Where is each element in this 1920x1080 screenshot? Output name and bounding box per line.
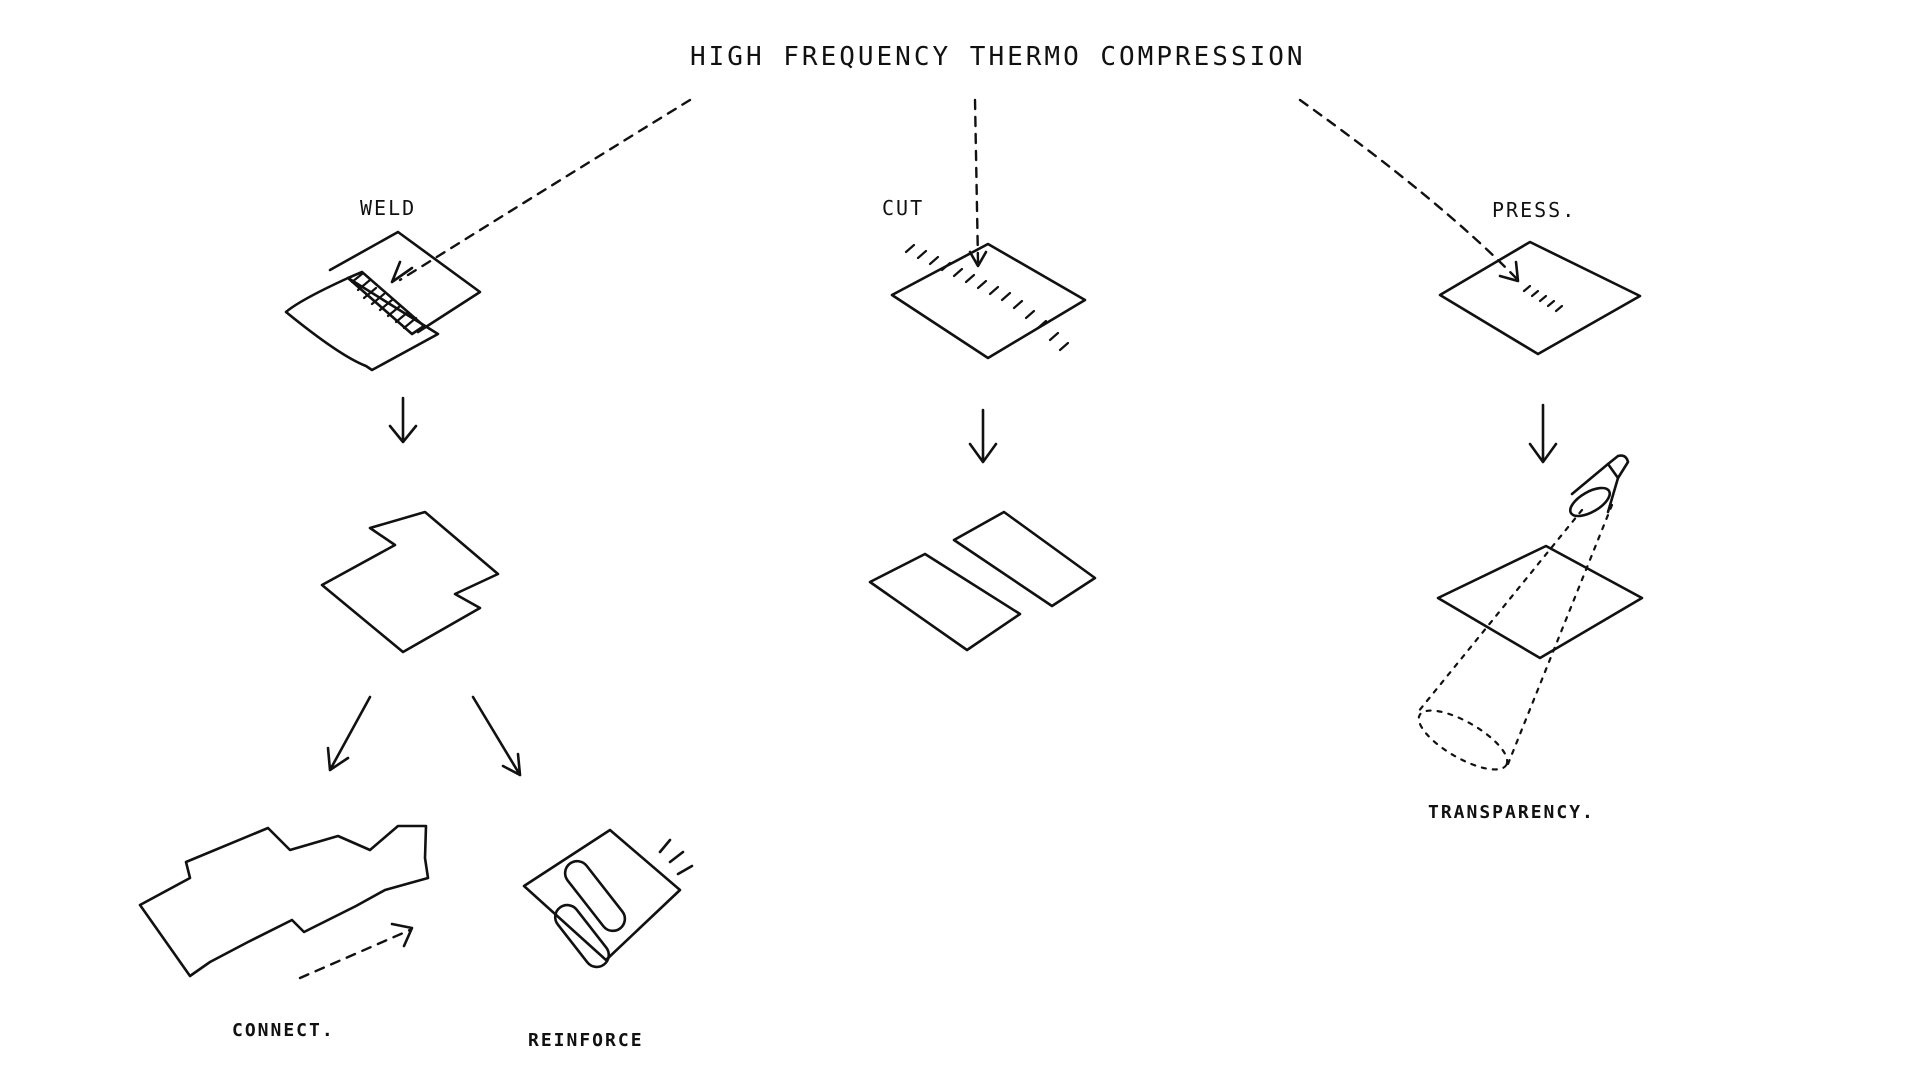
light-beam (1416, 503, 1614, 771)
connector-weld (398, 98, 692, 282)
weld-sheets (284, 230, 482, 372)
label-cut: CUT (882, 196, 925, 220)
press-marks (1522, 284, 1564, 313)
connector-weld-arrowhead (390, 260, 414, 284)
connect-shape (138, 824, 430, 978)
press-down-arrow (1528, 403, 1558, 464)
weld-seam-hatch (350, 272, 418, 330)
transparency-sheet (1436, 544, 1644, 660)
connect-dashed-arrowhead (390, 922, 414, 948)
label-transparency: TRANSPARENCY. (1428, 802, 1595, 823)
label-reinforce: REINFORCE (528, 1030, 644, 1051)
label-weld: WELD (360, 196, 417, 220)
label-connect: CONNECT. (232, 1020, 335, 1041)
connector-cut (973, 98, 980, 264)
reinforce-arrow (471, 695, 522, 777)
cut-strip-right (952, 510, 1097, 608)
weld-down-arrow (388, 396, 418, 444)
reinforce-sheet (522, 828, 682, 969)
weld-joined-shape (320, 510, 500, 654)
diagram-title: HIGH FREQUENCY THERMO COMPRESSION (690, 42, 1306, 72)
cut-line-hatch (904, 243, 1070, 352)
connector-cut-arrowhead (968, 250, 988, 268)
flashlight-icon (1569, 454, 1630, 518)
connector-press-arrowhead (1498, 260, 1520, 283)
reinforce-shine-marks (658, 838, 694, 876)
connect-arrow (326, 695, 372, 772)
cut-strip-left (868, 552, 1022, 652)
cut-sheet (890, 242, 1087, 360)
press-sheet (1438, 240, 1642, 356)
cut-down-arrow (968, 408, 998, 464)
connector-press (1298, 98, 1518, 280)
connect-dashed-arrow (298, 928, 412, 980)
label-press: PRESS. (1492, 198, 1577, 222)
